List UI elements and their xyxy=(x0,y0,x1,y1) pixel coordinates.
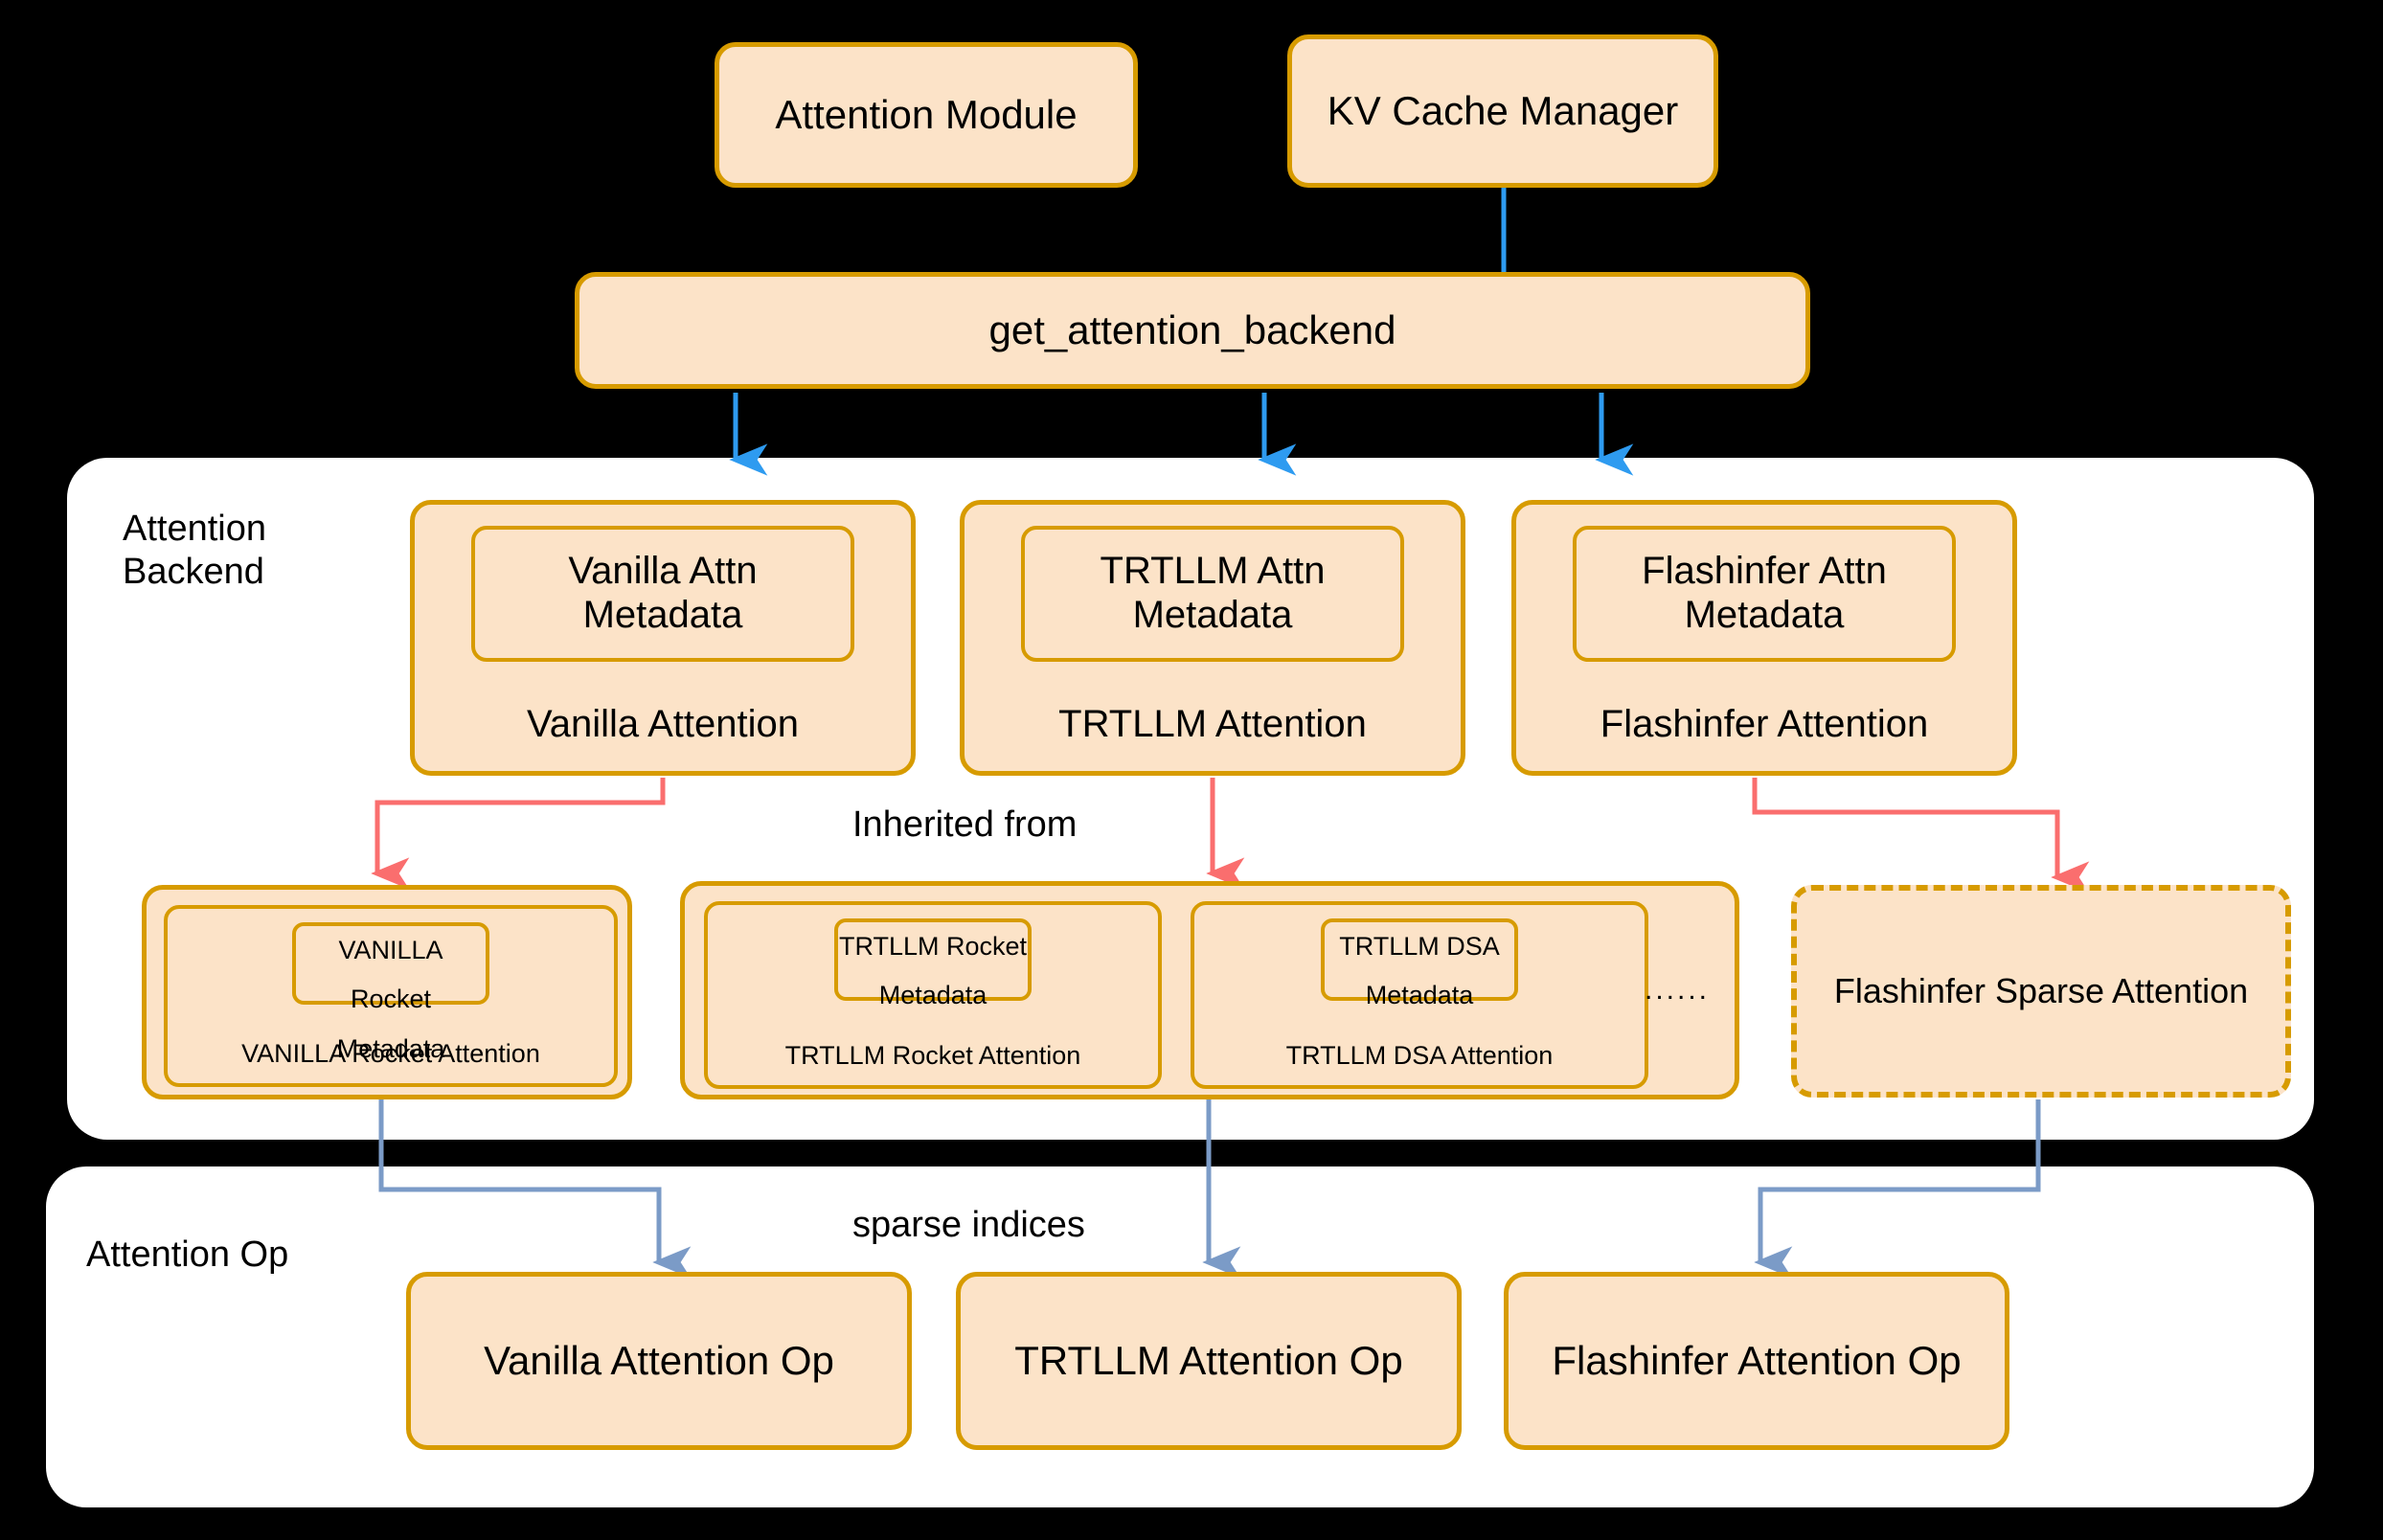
vanilla-attention-title: Vanilla Attention xyxy=(527,703,799,746)
get-attention-backend-node[interactable]: get_attention_backend xyxy=(575,272,1810,389)
inherited-from-label: Inherited from xyxy=(852,804,1078,845)
trtllm-rocket-attention-title: TRTLLM Rocket Attention xyxy=(784,1040,1081,1070)
vanilla-attention-op-node[interactable]: Vanilla Attention Op xyxy=(406,1272,912,1450)
more-backends-ellipsis: ...... xyxy=(1644,974,1710,1007)
trtllm-rocket-attention-card[interactable]: TRTLLM Rocket Metadata TRTLLM Rocket Att… xyxy=(704,901,1162,1089)
vanilla-rocket-metadata-box: VANILLA Rocket Metadata xyxy=(292,922,489,1063)
flashinfer-attention-op-node[interactable]: Flashinfer Attention Op xyxy=(1504,1272,2009,1450)
trtllm-sparse-group-card[interactable]: TRTLLM Rocket Metadata TRTLLM Rocket Att… xyxy=(680,881,1739,1099)
vanilla-rocket-attention-card[interactable]: VANILLA Rocket Metadata VANILLA Rocket A… xyxy=(164,905,618,1087)
trtllm-attention-card[interactable]: TRTLLM Attn Metadata TRTLLM Attention xyxy=(960,500,1465,776)
attention-module-node[interactable]: Attention Module xyxy=(715,42,1138,188)
flashinfer-attn-metadata-box: Flashinfer Attn Metadata xyxy=(1573,526,1956,662)
attention-op-label: Attention Op xyxy=(86,1234,289,1275)
kv-cache-manager-node[interactable]: KV Cache Manager xyxy=(1287,34,1718,188)
vanilla-rocket-attention-title: VANILLA Rocket Attention xyxy=(241,1038,540,1068)
trtllm-rocket-metadata-box: TRTLLM Rocket Metadata xyxy=(834,918,1032,1009)
trtllm-dsa-metadata-box: TRTLLM DSA Metadata xyxy=(1321,918,1518,1009)
flashinfer-sparse-attention-node[interactable]: Flashinfer Sparse Attention xyxy=(1791,885,2291,1098)
attention-backend-label: Attention Backend xyxy=(123,509,266,592)
trtllm-dsa-attention-card[interactable]: TRTLLM DSA Metadata TRTLLM DSA Attention xyxy=(1191,901,1648,1089)
flashinfer-attention-title: Flashinfer Attention xyxy=(1600,703,1929,746)
vanilla-rocket-group-card[interactable]: VANILLA Rocket Metadata VANILLA Rocket A… xyxy=(142,885,632,1099)
vanilla-attn-metadata-box: Vanilla Attn Metadata xyxy=(471,526,854,662)
trtllm-attention-op-node[interactable]: TRTLLM Attention Op xyxy=(956,1272,1462,1450)
vanilla-attention-card[interactable]: Vanilla Attn Metadata Vanilla Attention xyxy=(410,500,916,776)
trtllm-attn-metadata-box: TRTLLM Attn Metadata xyxy=(1021,526,1404,662)
flashinfer-attention-card[interactable]: Flashinfer Attn Metadata Flashinfer Atte… xyxy=(1511,500,2017,776)
sparse-indices-label: sparse indices xyxy=(852,1205,1085,1245)
trtllm-attention-title: TRTLLM Attention xyxy=(1058,703,1367,746)
trtllm-dsa-attention-title: TRTLLM DSA Attention xyxy=(1285,1040,1554,1070)
